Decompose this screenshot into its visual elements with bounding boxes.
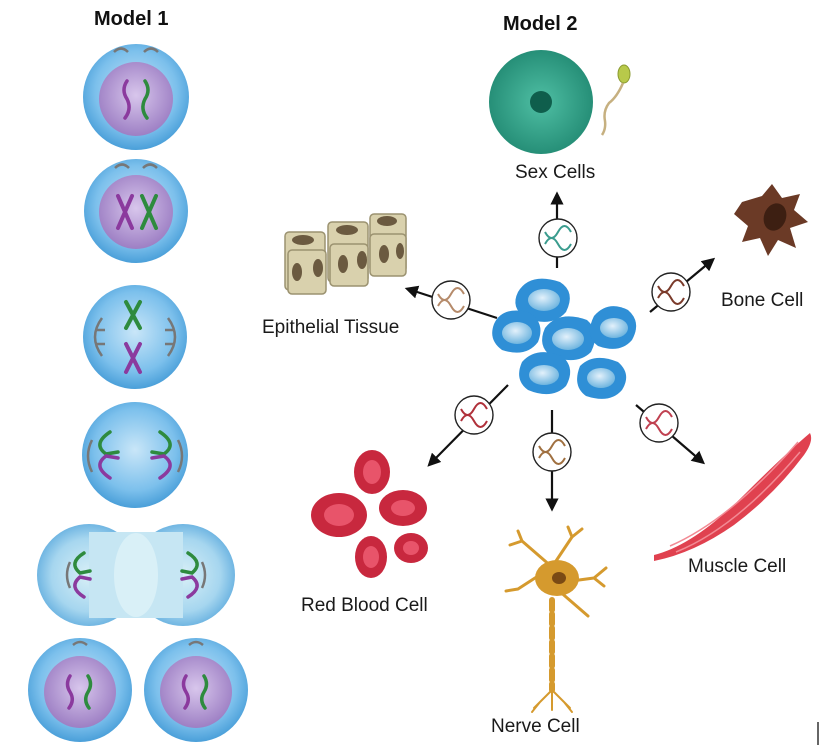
label-nerve-cell: Nerve Cell [491, 716, 580, 737]
stem-cell [515, 278, 570, 322]
dna-icon [431, 280, 471, 320]
mitosis-cell-interphase [83, 44, 189, 150]
sex-cell-sperm [600, 64, 631, 136]
label-muscle-cell: Muscle Cell [688, 556, 787, 577]
muscle-cell [654, 433, 812, 561]
mitosis-daughter-cell-left [28, 638, 132, 742]
mitosis-cell-telophase [37, 524, 235, 626]
label-bone-cell: Bone Cell [721, 290, 804, 311]
label-sex-cells: Sex Cells [515, 162, 596, 183]
dna-icon [454, 395, 494, 435]
stem-cell [492, 310, 541, 353]
bone-cell [734, 184, 808, 256]
stem-cell [589, 306, 637, 349]
stem-cell [519, 352, 571, 395]
mitosis-daughter-cell-right [144, 638, 248, 742]
mitosis-cell-metaphase [83, 285, 187, 389]
dna-icon [651, 272, 691, 312]
sex-cell-egg [489, 50, 593, 154]
dna-icon [532, 432, 572, 472]
mitosis-cell-prophase [84, 159, 188, 263]
model-2-title: Model 2 [503, 13, 578, 35]
dna-icon [639, 403, 679, 443]
label-red-blood-cell: Red Blood Cell [301, 595, 428, 616]
label-epithelial-tissue: Epithelial Tissue [262, 317, 400, 338]
red-blood-cells [311, 450, 428, 578]
stem-cell [577, 357, 627, 399]
nerve-cell-nucleus [552, 572, 566, 584]
model-1-title: Model 1 [94, 8, 169, 30]
stem-cell-cluster [492, 278, 637, 399]
nerve-cell [504, 525, 608, 713]
dna-icon [538, 218, 578, 258]
stem-cell [542, 316, 596, 361]
mitosis-cell-anaphase [82, 402, 188, 508]
epithelial-tissue [284, 213, 407, 295]
